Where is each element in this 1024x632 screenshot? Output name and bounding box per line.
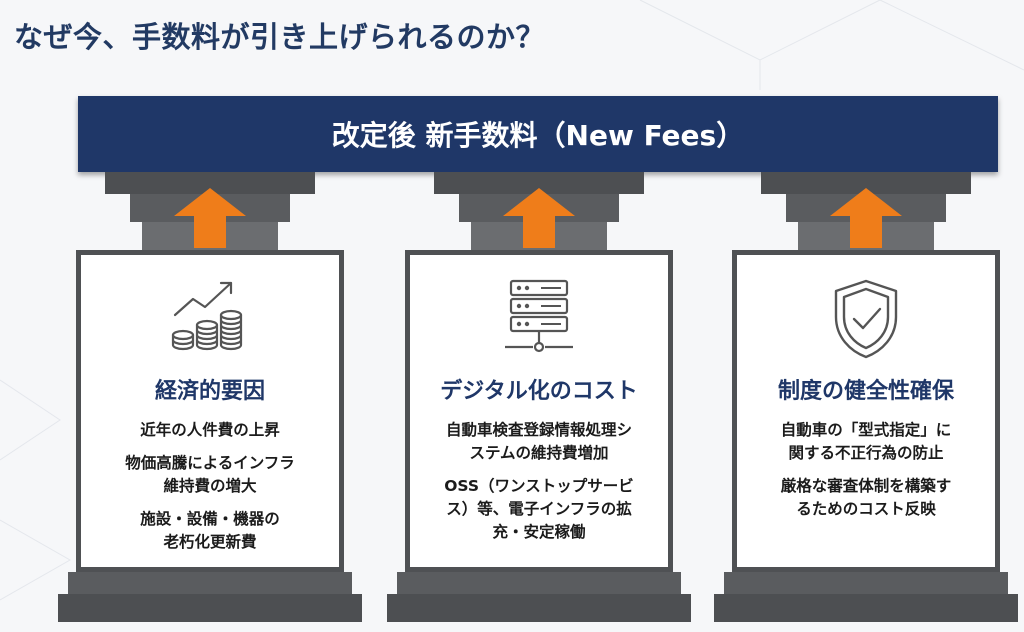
pillar-plinth [714,594,1018,622]
up-arrow-icon [503,188,575,248]
pillar-title: 経済的要因 [154,379,265,404]
banner-text: 改定後 新手数料（New Fees） [331,119,745,152]
pillar-paragraph: 自動車検査登録情報処理シ ステムの維持費増加 [445,421,632,462]
pillar-paragraph: 自動車の「型式指定」に 関する不正行為の防止 [780,421,952,462]
pillar-capital [434,172,644,194]
pillar-paragraph: 厳格な審査体制を構築す るためのコスト反映 [780,477,952,518]
up-arrow-icon [830,188,902,248]
pillar-card: デジタル化のコスト 自動車検査登録情報処理シ ステムの維持費増加 OSS（ワンス… [405,250,673,572]
pillar-plinth [387,594,691,622]
server-icon [505,279,573,353]
pillar-title: デジタル化のコスト [440,379,638,404]
pillar-capital [761,172,971,194]
pillar-paragraph: 近年の人件費の上昇 [140,421,280,439]
pillar-base [68,572,352,594]
pillar-base [724,572,1008,594]
pillar-paragraph: 物価高騰によるインフラ 維持費の増大 [125,454,295,495]
pillar-card: 経済的要因 近年の人件費の上昇 物価高騰によるインフラ 維持費の増大 施設・設備… [76,250,344,572]
pillar-paragraph: 施設・設備・機器の 老朽化更新費 [140,510,280,551]
page-title: なぜ今、手数料が引き上げられるのか？ [14,20,546,54]
up-arrow-icon [174,188,246,248]
pillar-body: 自動車検査登録情報処理シ ステムの維持費増加 OSS（ワンストップサービ ス）等… [424,419,654,554]
pillar-base [397,572,681,594]
pillar-body: 自動車の「型式指定」に 関する不正行為の防止 厳格な審査体制を構築す るためのコ… [751,419,981,531]
pillar-body: 近年の人件費の上昇 物価高騰によるインフラ 維持費の増大 施設・設備・機器の 老… [95,419,325,564]
growth-coins-icon [171,281,243,351]
pillar-card: 制度の健全性確保 自動車の「型式指定」に 関する不正行為の防止 厳格な審査体制を… [732,250,1000,572]
pillar-capital [105,172,315,194]
pillar-title: 制度の健全性確保 [777,379,954,404]
pillar-paragraph: OSS（ワンストップサービ ス）等、電子インフラの拡 充・安定稼働 [444,477,634,541]
new-fees-banner: 改定後 新手数料（New Fees） [78,96,998,172]
shield-check-icon [834,279,898,359]
pillar-plinth [58,594,362,622]
